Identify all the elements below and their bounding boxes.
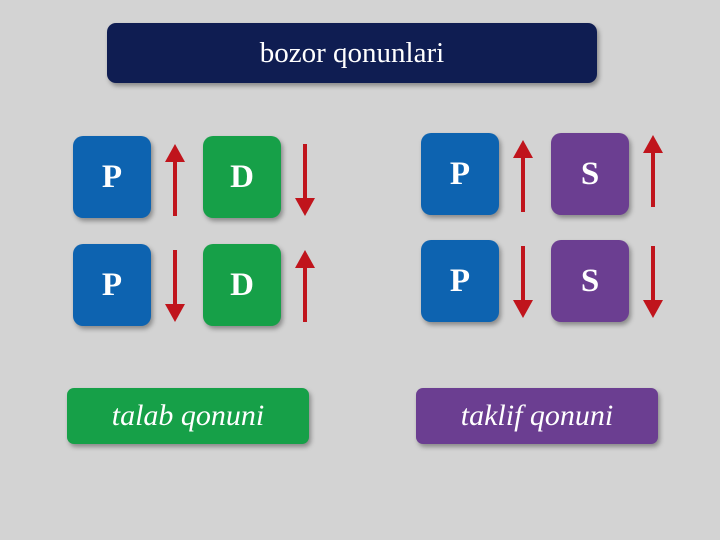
supply-row2-price-tile: P [421,240,499,322]
demand-law-label: talab qonuni [67,388,309,444]
demand-row2-price-tile: P [73,244,151,326]
supply-row1-price-arrow-icon [511,138,535,214]
slide-title: bozor qonunlari [107,23,597,83]
supply-row1-quantity-arrow-icon [641,133,665,209]
supply-row1-price-tile: P [421,133,499,215]
demand-row1-price-tile: P [73,136,151,218]
demand-row1-quantity-arrow-icon [293,142,317,218]
demand-row2-quantity-arrow-icon [293,248,317,324]
supply-row1-quantity-tile: S [551,133,629,215]
supply-row2-price-arrow-icon [511,244,535,320]
demand-row2-quantity-tile: D [203,244,281,326]
supply-row2-quantity-tile: S [551,240,629,322]
supply-law-label: taklif qonuni [416,388,658,444]
demand-row1-quantity-tile: D [203,136,281,218]
demand-row2-price-arrow-icon [163,248,187,324]
demand-row1-price-arrow-icon [163,142,187,218]
supply-row2-quantity-arrow-icon [641,244,665,320]
